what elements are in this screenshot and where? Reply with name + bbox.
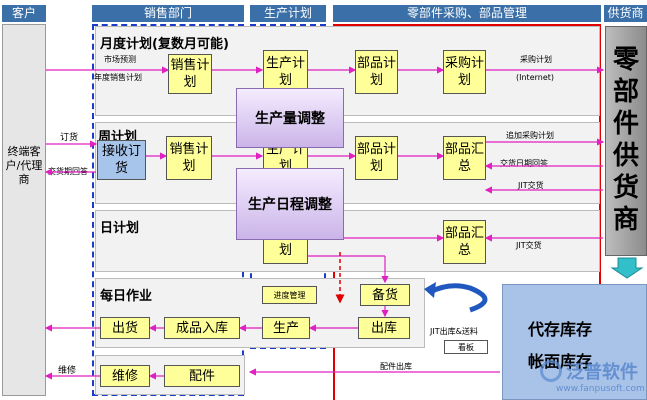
title-daily-ops: 每日作业 <box>100 289 153 304</box>
jit-curved-arrow <box>428 283 488 313</box>
label-purchase-plan: 采购计划 <box>520 55 552 64</box>
header-procurement: 零部件采购、部品管理 <box>333 5 601 22</box>
box-production: 生产 <box>262 317 310 339</box>
header-supplier: 供货商 <box>604 5 647 22</box>
box-sales-plan-2: 销售计划 <box>166 136 212 180</box>
box-progress-mgmt: 进度管理 <box>262 286 317 304</box>
label-jit-board-1: JIT出库&送料 <box>430 327 478 336</box>
label-add-purchase: 追加采购计划 <box>506 131 554 140</box>
box-ship: 出货 <box>100 317 150 339</box>
header-sales: 销售部门 <box>92 5 244 22</box>
box-parts-plan-2: 部品计划 <box>355 136 398 180</box>
customer-label: 终端客户/代理商 <box>5 145 43 186</box>
box-parts-summary-1: 部品汇总 <box>443 136 486 180</box>
box-purchase-plan: 采购计划 <box>443 50 486 94</box>
label-annual-plan: 年度销售计划 <box>94 73 142 82</box>
warehouse-consign: 代存库存 <box>528 320 593 339</box>
label-parts-out: 配件出库 <box>380 362 412 371</box>
title-daily: 日计划 <box>100 221 140 236</box>
watermark-brand: 泛普软件 <box>566 362 638 383</box>
label-jit-delivery-2: JIT交货 <box>516 241 542 250</box>
box-kanban: 看板 <box>444 340 488 354</box>
overlay-schedule-adjust: 生产日程调整 <box>236 168 344 240</box>
header-customer: 客户 <box>2 5 46 22</box>
supplier-label: 零部件供货商 <box>612 45 639 235</box>
band-daily <box>95 210 600 272</box>
title-monthly: 月度计划(复数月可能) <box>100 37 229 52</box>
customer-column <box>2 24 46 396</box>
label-repair: 维修 <box>58 366 77 376</box>
label-jit-delivery-1: JIT交货 <box>518 181 544 190</box>
watermark-logo-icon <box>540 360 562 382</box>
header-production: 生产计划 <box>250 5 326 22</box>
box-repair: 维修 <box>100 365 150 387</box>
box-parts-plan-1: 部品计划 <box>355 50 398 94</box>
label-internet: (Internet) <box>516 73 555 82</box>
box-stock-prep: 备货 <box>360 284 410 306</box>
supplier-block <box>605 26 647 256</box>
box-parts: 配件 <box>164 365 240 387</box>
label-delivery-date-reply: 交货日期回答 <box>500 159 548 168</box>
supplier-down-arrow <box>610 257 644 279</box>
box-prod-plan-1: 生产计划 <box>263 50 308 94</box>
box-receive-order: 接收订货 <box>97 140 146 180</box>
label-order: 订货 <box>60 133 79 143</box>
label-market-forecast: 市场预测 <box>104 55 136 64</box>
box-sales-plan-1: 销售计划 <box>168 54 212 94</box>
overlay-volume-adjust: 生产量调整 <box>236 88 344 148</box>
box-finished-in: 成品入库 <box>164 317 240 339</box>
box-parts-summary-2: 部品汇总 <box>443 220 486 264</box>
watermark-url: www.fanpusoft.com <box>556 384 645 394</box>
box-out-stock: 出库 <box>358 317 410 339</box>
